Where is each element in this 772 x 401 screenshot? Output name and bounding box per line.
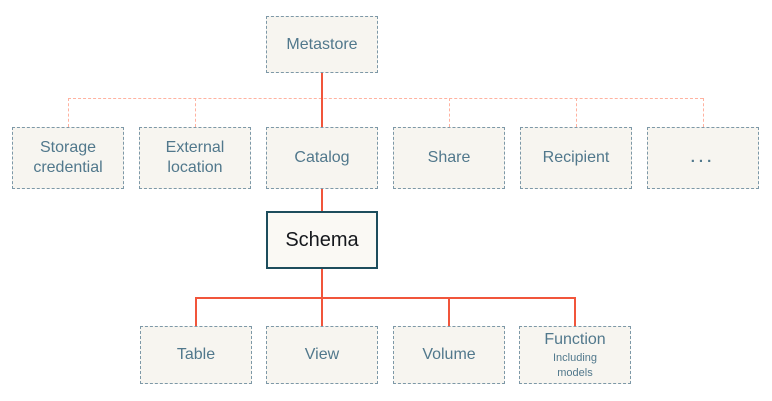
- node-view: View: [266, 326, 378, 384]
- node-storage-credential: Storage credential: [12, 127, 124, 189]
- node-table: Table: [140, 326, 252, 384]
- node-recipient-label: Recipient: [542, 149, 610, 166]
- edge-drop-table: [195, 297, 197, 326]
- node-more: ...: [647, 127, 759, 189]
- node-table-label: Table: [176, 346, 216, 363]
- edge-drop-function: [574, 297, 576, 326]
- edge-drop-recipient: [576, 98, 577, 127]
- node-view-label: View: [304, 346, 340, 363]
- node-external-location-label: External location: [165, 139, 225, 176]
- node-metastore-label: Metastore: [286, 35, 358, 53]
- node-storage-credential-label: Storage credential: [33, 139, 103, 176]
- node-metastore: Metastore: [266, 16, 378, 73]
- edge-metastore-to-catalog: [321, 73, 323, 127]
- node-schema: Schema: [266, 211, 378, 269]
- edge-schema-trunk: [321, 269, 323, 297]
- edge-drop-more: [703, 98, 704, 127]
- node-share-label: Share: [427, 149, 471, 166]
- node-more-label: ...: [690, 148, 716, 166]
- edge-catalog-to-schema: [321, 189, 323, 211]
- node-function-label: Function: [544, 331, 606, 349]
- edge-drop-share: [449, 98, 450, 127]
- edge-drop-view: [321, 297, 323, 326]
- edge-drop-volume: [448, 297, 450, 326]
- node-schema-label: Schema: [285, 228, 359, 251]
- node-share: Share: [393, 127, 505, 189]
- node-external-location: External location: [139, 127, 251, 189]
- edge-drop-storage-credential: [68, 98, 69, 127]
- node-function-sublabel: Including models: [552, 352, 598, 379]
- node-recipient: Recipient: [520, 127, 632, 189]
- node-catalog: Catalog: [266, 127, 378, 189]
- node-catalog-label: Catalog: [294, 149, 350, 166]
- node-function: Function Including models: [519, 326, 631, 384]
- node-volume-label: Volume: [422, 346, 476, 363]
- edge-metastore-bus-dashed: [68, 98, 703, 99]
- node-volume: Volume: [393, 326, 505, 384]
- edge-drop-external-location: [195, 98, 196, 127]
- edge-schema-bus-solid: [195, 297, 576, 299]
